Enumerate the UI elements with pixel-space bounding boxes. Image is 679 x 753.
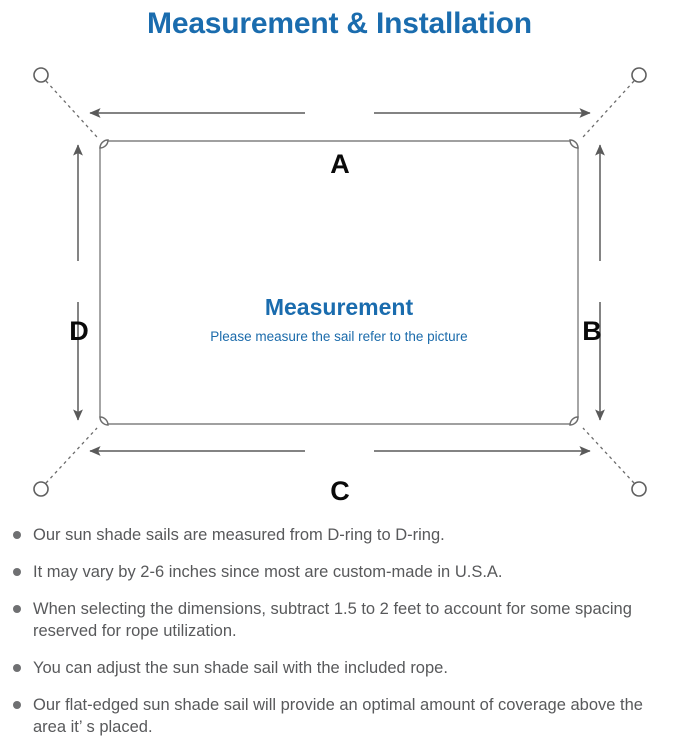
bullet-icon <box>13 605 21 613</box>
d-ring-bottom-right <box>631 481 647 497</box>
measurement-diagram: Measurement Please measure the sail refe… <box>0 52 679 514</box>
anchor-d-rings <box>33 67 647 497</box>
corner-ring-top-right <box>569 139 579 149</box>
rope-top-left <box>45 80 98 138</box>
bullet-icon <box>13 568 21 576</box>
list-item-text: When selecting the dimensions, subtract … <box>33 600 632 640</box>
list-item-text: It may vary by 2-6 inches since most are… <box>33 563 503 581</box>
diagram-svg <box>33 67 647 497</box>
bullet-icon <box>13 531 21 539</box>
sail-center-subtitle: Please measure the sail refer to the pic… <box>210 329 468 344</box>
d-ring-top-right <box>631 67 647 83</box>
corner-ring-bottom-left <box>99 416 109 426</box>
dimension-label-c: C <box>330 476 350 506</box>
corner-ring-bottom-right <box>569 416 579 426</box>
list-item-text: Our sun shade sails are measured from D-… <box>33 526 445 544</box>
notes-list: Our sun shade sails are measured from D-… <box>0 524 679 753</box>
sail-panel <box>99 140 579 425</box>
list-item: You can adjust the sun shade sail with t… <box>0 657 679 679</box>
rope-bottom-right <box>582 427 635 484</box>
sail-center-title: Measurement <box>264 294 414 320</box>
rope-bottom-left <box>45 427 98 484</box>
list-item: When selecting the dimensions, subtract … <box>0 598 679 642</box>
sail-corner-rings <box>99 139 579 426</box>
bullet-icon <box>13 664 21 672</box>
list-item: It may vary by 2-6 inches since most are… <box>0 561 679 583</box>
dimension-label-d: D <box>69 316 89 346</box>
list-item: Our flat-edged sun shade sail will provi… <box>0 694 679 738</box>
dimension-label-a: A <box>330 149 350 179</box>
corner-ring-top-left <box>99 139 109 149</box>
d-ring-bottom-left <box>33 481 49 497</box>
list-item-text: You can adjust the sun shade sail with t… <box>33 659 448 677</box>
d-ring-top-left <box>33 67 49 83</box>
page-title: Measurement & Installation <box>147 7 532 40</box>
bullet-icon <box>13 701 21 709</box>
rope-top-right <box>582 80 635 138</box>
list-item-text: Our flat-edged sun shade sail will provi… <box>33 696 643 736</box>
list-item: Our sun shade sails are measured from D-… <box>0 524 679 546</box>
dimension-label-b: B <box>582 316 602 346</box>
